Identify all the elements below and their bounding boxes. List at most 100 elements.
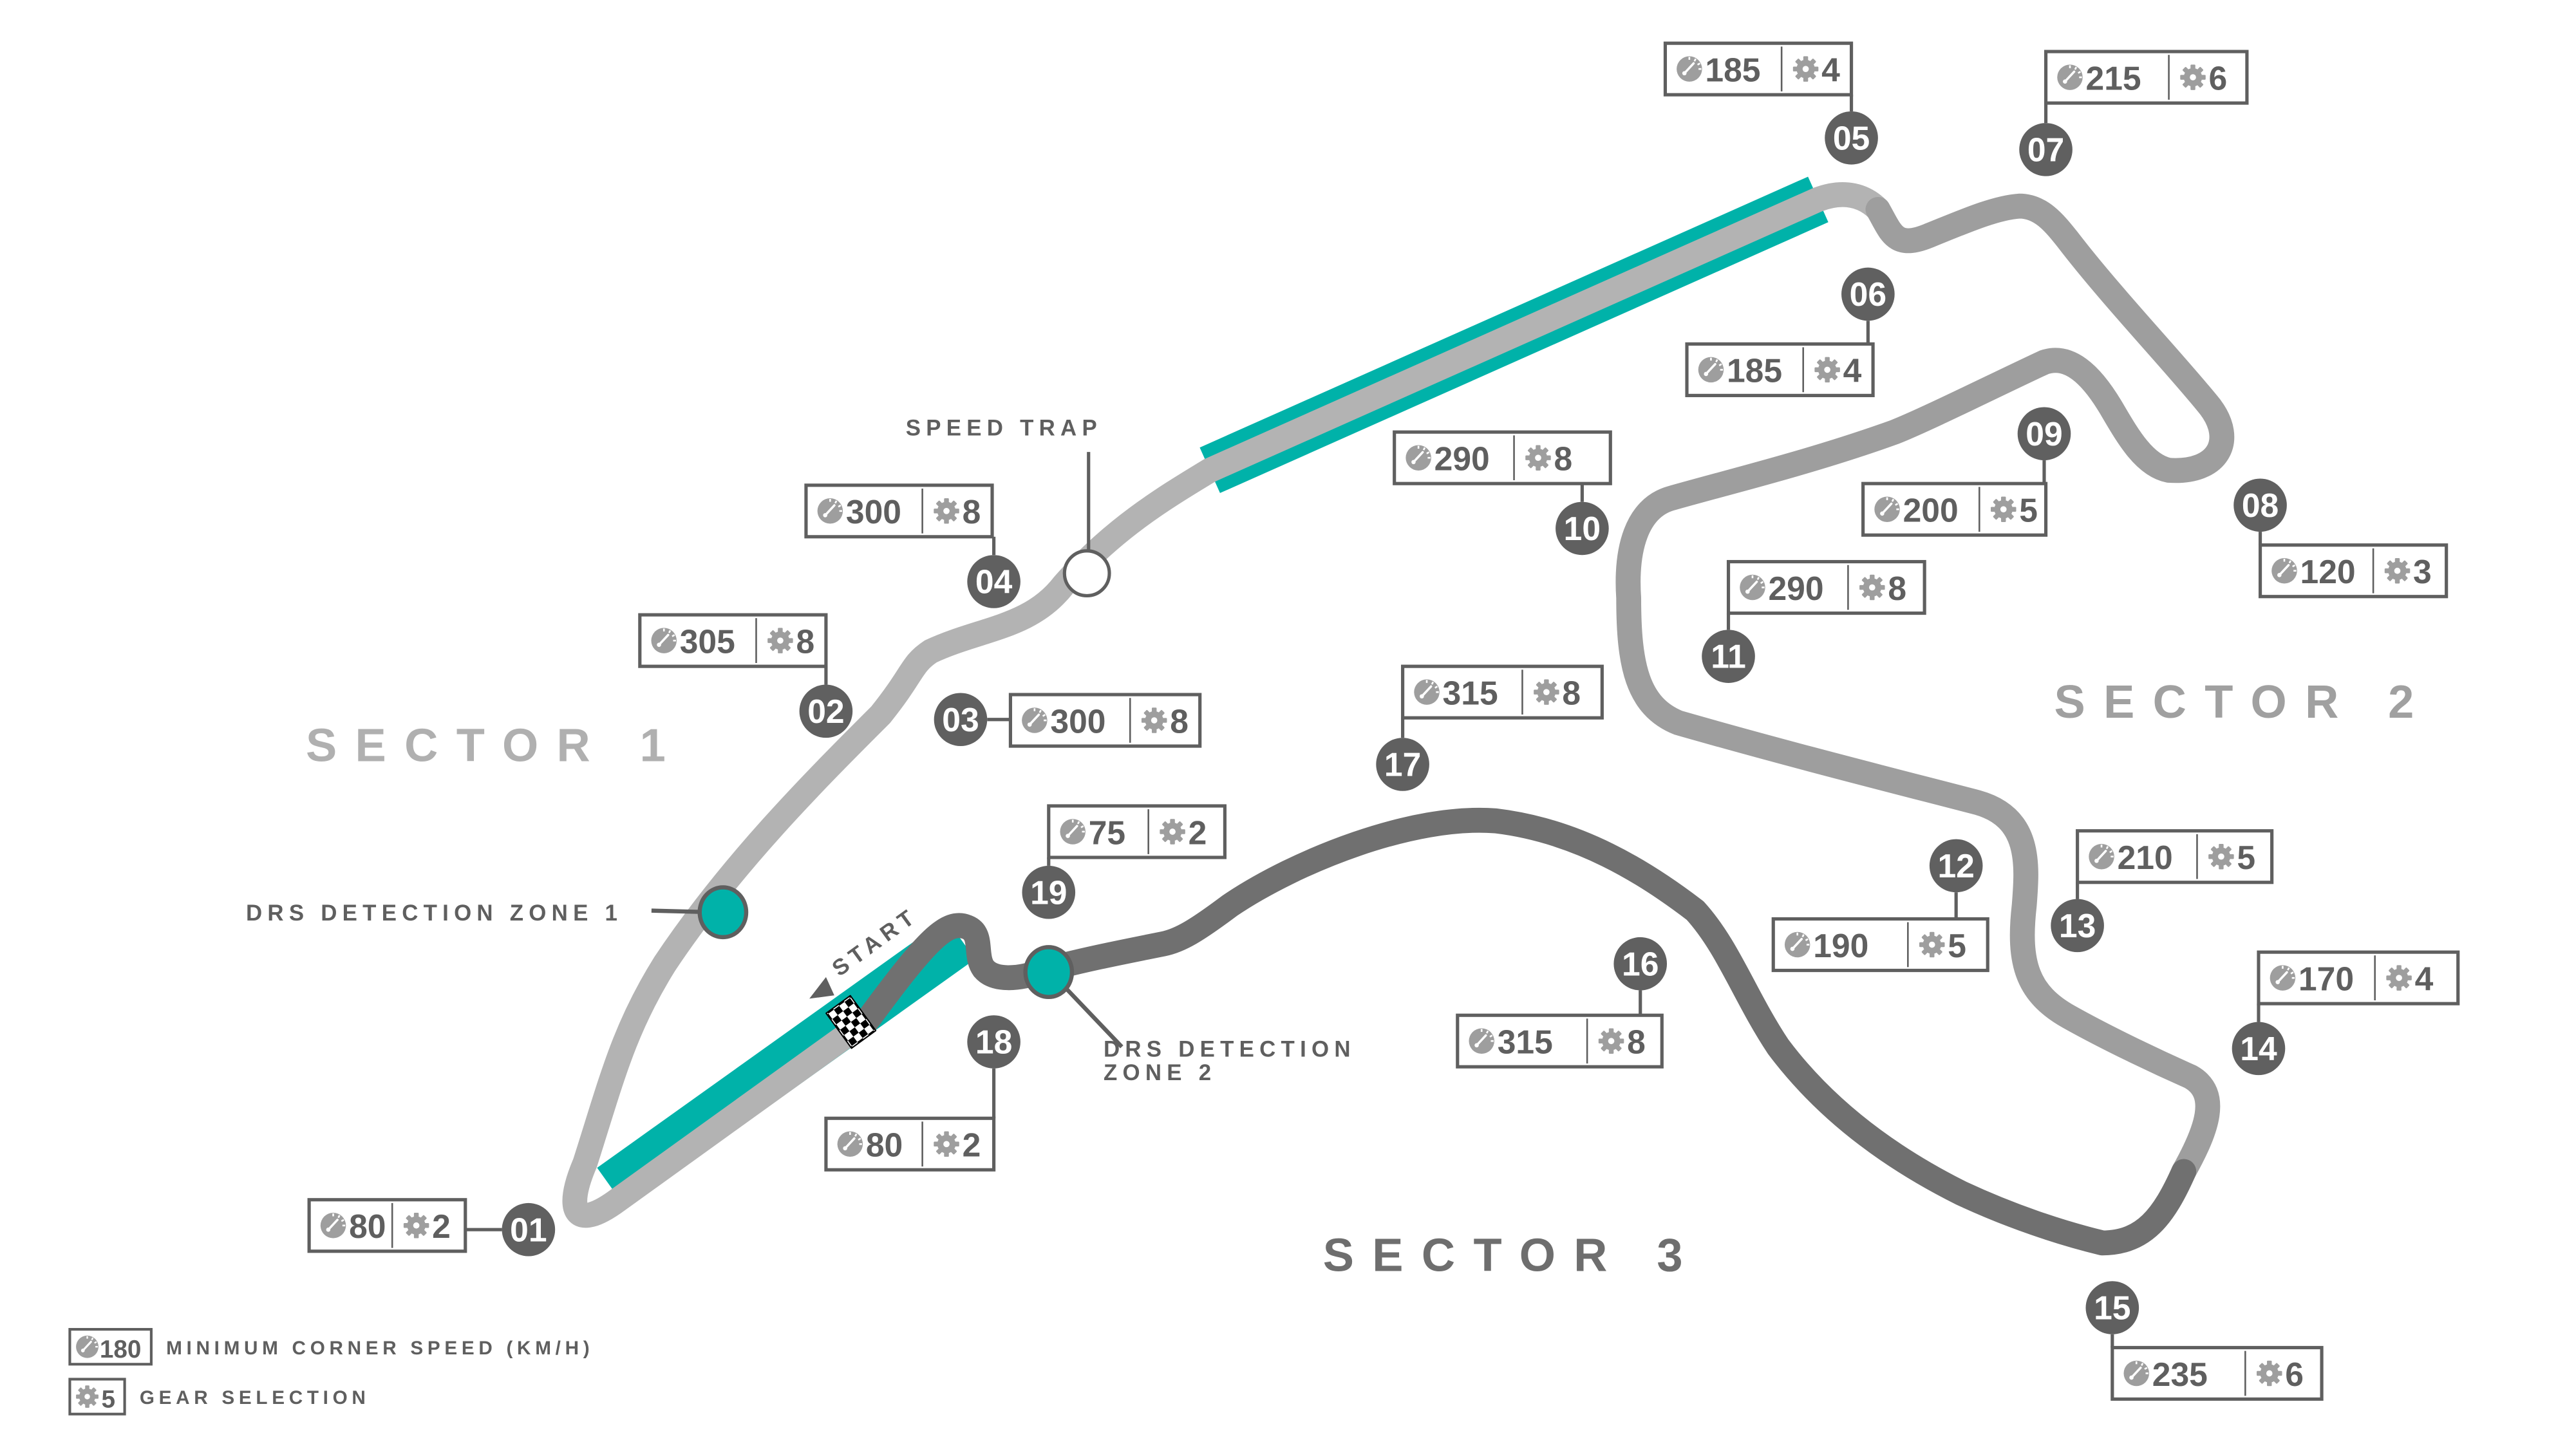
speedometer-icon: [816, 497, 844, 525]
gear-icon: [2180, 64, 2206, 90]
corner-number-badge: [1841, 267, 1895, 321]
corner-min-speed: 300: [846, 493, 901, 530]
corner-number-badge: [1825, 111, 1878, 165]
drs-zone-1-label: DRS DETECTION ZONE 1: [246, 901, 623, 926]
speedometer-icon: [650, 626, 678, 655]
speedometer-icon: [319, 1211, 348, 1240]
speedometer-icon: [2056, 63, 2084, 91]
corner-number-badge: [2232, 1022, 2286, 1076]
speedometer-icon: [1697, 355, 1725, 384]
sector-3-label: SECTOR 3: [1323, 1230, 1701, 1282]
corner-gear: 8: [1627, 1024, 1646, 1061]
corner-number-badge: [967, 555, 1020, 608]
gear-icon: [934, 1131, 959, 1157]
gear-icon: [1141, 707, 1167, 733]
corner-min-speed: 210: [2118, 839, 2173, 876]
corner-number: 17: [1384, 746, 1421, 783]
corner-number: 18: [975, 1024, 1012, 1061]
corner-gear: 2: [432, 1208, 451, 1245]
corner-number-badge: [1702, 630, 1755, 683]
corner-number-badge: [1556, 501, 1609, 556]
corner-min-speed: 185: [1727, 352, 1782, 389]
corner-gear: 2: [1189, 814, 1207, 851]
corner-min-speed: 290: [1434, 440, 1490, 478]
corner-gear: 4: [1821, 51, 1840, 89]
corner-min-speed: 190: [1813, 927, 1868, 964]
speedometer-icon: [1404, 444, 1433, 472]
track-sector-3: [855, 807, 2197, 1256]
gear-icon: [1919, 931, 1945, 958]
speedometer-icon: [2268, 964, 2297, 992]
corner-number: 08: [2242, 487, 2279, 524]
gear-icon: [1859, 574, 1885, 601]
corner-number: 05: [1833, 119, 1870, 156]
corner-gear: 8: [1170, 702, 1189, 740]
corner-gear: 8: [796, 623, 814, 660]
gear-icon: [1792, 56, 1819, 82]
corner-number-badge: [1613, 937, 1668, 991]
corner-gear: 5: [2019, 492, 2038, 529]
gear-icon: [403, 1213, 429, 1239]
corner-number-badge: [2085, 1281, 2139, 1334]
corner-number-badge: [934, 693, 988, 747]
corner-number: 09: [2026, 415, 2062, 453]
corner-number: 19: [1030, 874, 1067, 911]
speedometer-icon: [2087, 843, 2116, 871]
speedometer-icon: [1413, 678, 1441, 706]
drs-detection-zone-2[interactable]: DRS DETECTION ZONE 2: [1023, 945, 1356, 1085]
drs-detection-zone-1[interactable]: DRS DETECTION ZONE 1: [246, 885, 749, 940]
gear-icon: [76, 1385, 99, 1408]
speed-trap-marker[interactable]: SPEED TRAP: [906, 415, 1111, 598]
legend-gear-label: GEAR SELECTION: [140, 1387, 370, 1408]
corner-number: 13: [2059, 907, 2096, 944]
track-sector-2: [1615, 193, 2235, 1184]
track-sector-1: [562, 182, 1891, 1228]
gear-icon: [1814, 357, 1840, 383]
corner-number: 14: [2240, 1030, 2277, 1067]
gear-icon: [2384, 557, 2411, 584]
corner-number: 12: [1937, 847, 1974, 884]
corner-gear: 3: [2413, 553, 2432, 590]
corner-number: 07: [2027, 131, 2064, 168]
start-direction-arrow-icon: [809, 977, 834, 999]
gear-icon: [2386, 965, 2412, 991]
corner-number-badge: [1929, 839, 1983, 893]
sector-2-label: SECTOR 2: [2054, 677, 2432, 728]
corner-gear: 6: [2285, 1356, 2304, 1393]
corner-number-badge: [967, 1015, 1020, 1069]
corner-gear: 6: [2209, 59, 2228, 97]
start-finish-line: [825, 995, 877, 1049]
